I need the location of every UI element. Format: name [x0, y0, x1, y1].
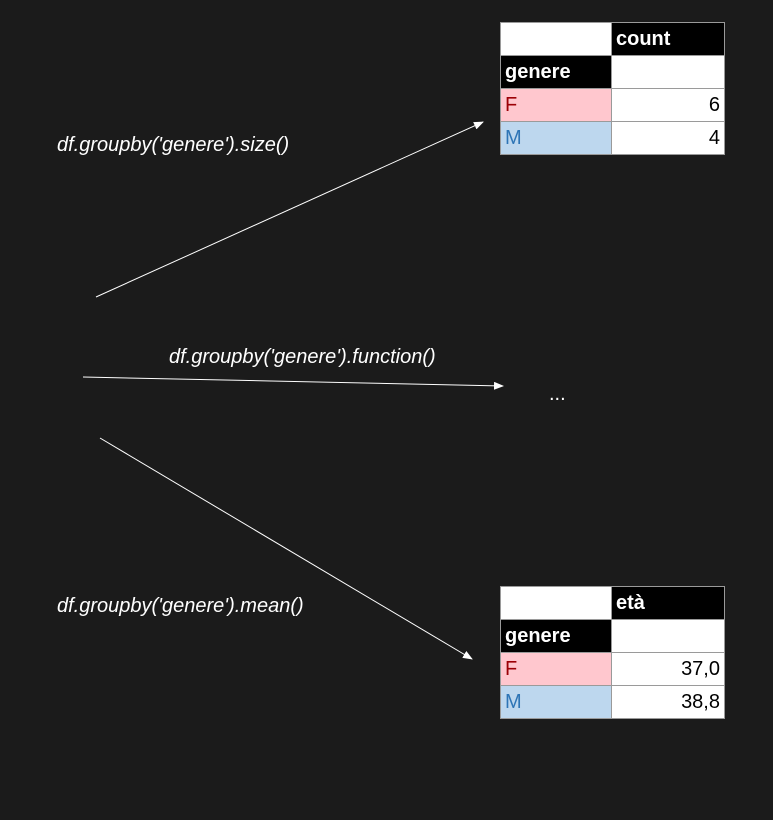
column-header: età — [611, 586, 725, 620]
arrow-to-mean — [99, 437, 473, 660]
size-call-label: df.groupby('genere').size() — [57, 134, 290, 156]
index-name: genere — [500, 55, 612, 89]
corner-cell — [500, 586, 612, 620]
row-value-f: 37,0 — [611, 652, 725, 686]
ellipsis-result: ... — [549, 383, 566, 405]
empty-cell — [611, 55, 725, 89]
table-row: count — [500, 22, 725, 56]
corner-cell — [500, 22, 612, 56]
row-value-m: 4 — [611, 121, 725, 155]
row-key-m: M — [500, 121, 612, 155]
table-row: età — [500, 586, 725, 620]
mean-call-label: df.groupby('genere').mean() — [57, 595, 304, 617]
index-name: genere — [500, 619, 612, 653]
row-key-m: M — [500, 685, 612, 719]
row-key-f: F — [500, 88, 612, 122]
arrow-to-function — [82, 376, 504, 390]
table-row: F 6 — [500, 88, 725, 122]
row-value-m: 38,8 — [611, 685, 725, 719]
function-call-label: df.groupby('genere').function() — [169, 346, 436, 368]
arrow-to-size — [95, 121, 484, 298]
size-result-table: count genere F 6 M 4 — [500, 22, 725, 155]
row-key-f: F — [500, 652, 612, 686]
row-value-f: 6 — [611, 88, 725, 122]
table-row: genere — [500, 55, 725, 89]
table-row: F 37,0 — [500, 652, 725, 686]
mean-result-table: età genere F 37,0 M 38,8 — [500, 586, 725, 719]
empty-cell — [611, 619, 725, 653]
table-row: M 38,8 — [500, 685, 725, 719]
column-header: count — [611, 22, 725, 56]
table-row: M 4 — [500, 121, 725, 155]
table-row: genere — [500, 619, 725, 653]
